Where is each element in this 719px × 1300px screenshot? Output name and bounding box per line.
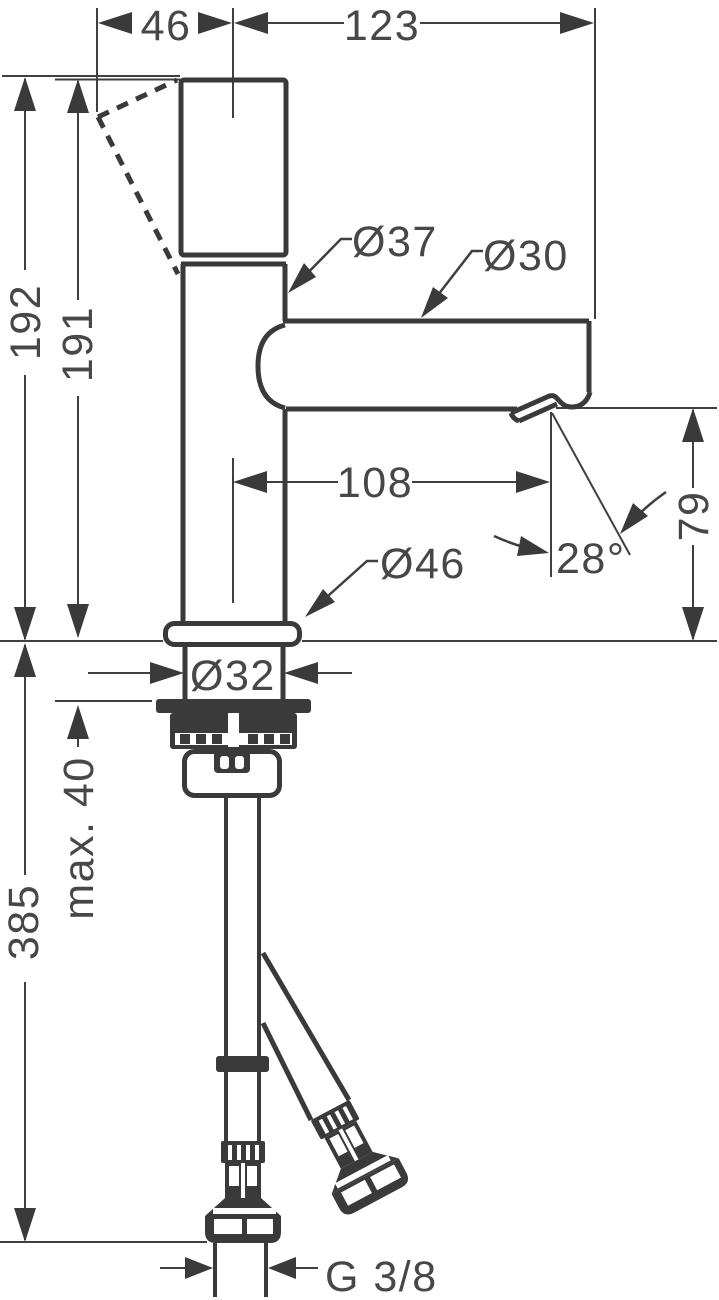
label-dia46: Ø46 <box>380 540 466 588</box>
arrowhead <box>421 287 448 318</box>
straight-connector <box>205 1141 281 1297</box>
pipe-collar <box>216 1056 269 1072</box>
label-46: 46 <box>141 2 192 50</box>
arrowhead <box>198 12 232 34</box>
label-108: 108 <box>337 459 413 507</box>
dimension-thread <box>160 1257 318 1279</box>
dimension-123 <box>234 12 594 34</box>
arrowhead <box>233 471 267 493</box>
straight-pipe-upper <box>224 798 261 1056</box>
arrowhead <box>620 503 648 534</box>
arrowhead <box>67 79 89 113</box>
mounting-flange <box>156 699 311 713</box>
handle <box>178 77 289 258</box>
arrowhead <box>305 589 335 617</box>
dimension-angle-28 <box>493 490 667 556</box>
arrowhead <box>14 607 36 641</box>
arrowhead <box>67 604 89 638</box>
escutcheon <box>163 621 302 647</box>
label-191: 191 <box>54 306 102 382</box>
pullrod-guide-hole <box>235 756 244 769</box>
arrowhead <box>284 662 318 684</box>
arrowhead <box>288 263 316 293</box>
shank-walls <box>182 647 286 699</box>
label-dia32: Ø32 <box>190 652 276 700</box>
nut-center-slot <box>228 713 239 749</box>
thread-stub <box>213 1243 268 1297</box>
dimension-max40 <box>67 705 89 747</box>
handle-open-position-dashed <box>95 77 181 276</box>
arrowhead <box>682 408 704 442</box>
angle-reference-line <box>551 412 631 556</box>
straight-pipe-lower <box>224 1072 261 1141</box>
dimension-191 <box>67 79 89 638</box>
arrowhead <box>516 471 550 493</box>
leader-dia37 <box>288 237 352 293</box>
label-28deg: 28° <box>556 535 626 583</box>
arrowhead <box>14 77 36 111</box>
label-dia37: Ø37 <box>352 218 438 266</box>
arrowhead <box>682 607 704 641</box>
angled-connector <box>311 1100 409 1215</box>
label-385: 385 <box>0 884 48 960</box>
label-dia30: Ø30 <box>483 232 569 280</box>
angled-hose <box>260 951 352 1122</box>
dimension-79 <box>682 408 704 641</box>
arrowhead <box>150 662 184 684</box>
leader-dia30 <box>421 249 483 318</box>
spout-left-cap <box>255 322 286 411</box>
dimension-46 <box>98 12 232 34</box>
arrowhead <box>14 1208 36 1242</box>
label-g38: G 3/8 <box>325 1253 438 1300</box>
arrowhead <box>234 12 268 34</box>
extension-lines <box>0 8 717 1243</box>
label-79: 79 <box>670 491 718 542</box>
label-192: 192 <box>2 284 50 360</box>
dimension-dia32 <box>88 662 352 684</box>
arrowhead <box>268 1257 296 1279</box>
faucet-outline <box>95 77 593 699</box>
arrowhead <box>67 705 89 739</box>
arrowhead <box>517 536 549 556</box>
outlet-aerator <box>508 391 593 424</box>
mounting-hardware <box>156 699 311 798</box>
arrowhead <box>98 12 132 34</box>
dimension-108 <box>233 471 550 493</box>
leader-dia46 <box>305 559 378 617</box>
dimension-192 <box>14 77 36 641</box>
label-123: 123 <box>344 2 420 50</box>
nut-hatching <box>180 734 290 744</box>
supply-lines <box>216 798 352 1141</box>
label-max40: max. 40 <box>55 756 103 919</box>
arrowhead <box>560 12 594 34</box>
arrowhead <box>14 643 36 677</box>
arrowhead <box>185 1257 213 1279</box>
dimension-385 <box>14 643 36 1242</box>
pullrod-guide-hole <box>220 756 229 769</box>
pullrod-guide <box>214 747 250 773</box>
